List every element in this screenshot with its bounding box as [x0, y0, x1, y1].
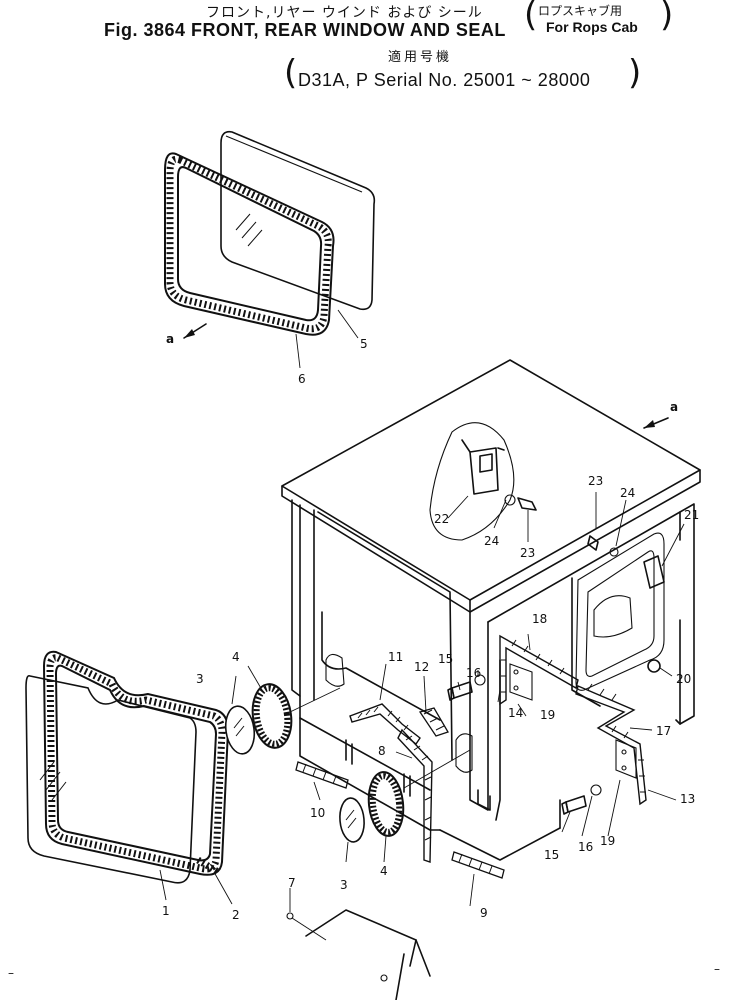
part-number-7: 7: [288, 876, 296, 890]
screw-7: [286, 912, 327, 941]
view-a-label-top: a: [670, 400, 679, 414]
seal-strip-17-13: [575, 683, 647, 806]
lower-cover-panel: [305, 909, 431, 1000]
part-number-8: 8: [378, 744, 386, 758]
seal-strip-9: [451, 851, 505, 879]
cab-side-frame: [487, 503, 695, 829]
part-number-23-side: 23: [588, 474, 604, 488]
seal-strip-12: [418, 707, 449, 737]
figure-subtitle: For Rops Cab: [546, 19, 638, 35]
leader-line: [159, 869, 167, 901]
part-number-22: 22: [434, 512, 450, 526]
leader-line: [213, 871, 233, 905]
part-number-24-side: 24: [620, 486, 636, 500]
paren-open-icon: (: [524, 0, 538, 35]
part-number-12: 12: [414, 660, 430, 674]
paren-close-icon: ): [660, 0, 674, 35]
part-number-1: 1: [162, 904, 170, 918]
paren-close-icon: ): [628, 53, 642, 93]
part-number-21: 21: [684, 508, 700, 522]
part-number-11: 11: [388, 650, 404, 664]
part-number-19-upper: 19: [540, 708, 556, 722]
leader-line: [295, 333, 301, 369]
part-number-15-lower: 15: [544, 848, 560, 862]
part-number-2: 2: [232, 908, 240, 922]
seal-strip-18-14: [499, 634, 579, 706]
margin-dash-right: –: [714, 962, 720, 976]
clip-plates-19: [509, 663, 637, 779]
japanese-subtitle: ロプスキャブ用: [538, 4, 623, 18]
part-number-4-lower: 4: [380, 864, 388, 878]
part-number-16-upper: 16: [466, 666, 482, 680]
part-number-17: 17: [656, 724, 672, 738]
part-number-6: 6: [298, 372, 306, 386]
part-number-19-lower: 19: [600, 834, 616, 848]
small-window-glass-upper: [224, 705, 256, 755]
part-number-14: 14: [508, 706, 524, 720]
upper-window-seal: [164, 152, 335, 336]
figure-title: Fig. 3864 FRONT, REAR WINDOW AND SEAL: [104, 20, 506, 40]
margin-dash-left: –: [8, 966, 14, 980]
japanese-title: フロント,リヤー ウインド および シール: [206, 5, 483, 21]
seal-strip-10: [295, 761, 349, 789]
small-window-seal-upper: [251, 683, 293, 749]
japanese-serial-label: 適用号機: [388, 50, 453, 65]
part-number-18: 18: [532, 612, 548, 626]
part-number-10: 10: [310, 806, 326, 820]
leader-line: [337, 309, 359, 339]
part-number-13: 13: [680, 792, 696, 806]
bolt-washer-set-right: [561, 784, 602, 815]
cab-roof: [281, 359, 701, 613]
cab-front-frame: [291, 499, 561, 861]
part-number-5: 5: [360, 337, 368, 351]
part-number-3-lower: 3: [340, 878, 348, 892]
small-window-seal-lower: [367, 771, 405, 837]
part-number-15-upper: 15: [438, 652, 454, 666]
part-number-23-roof: 23: [520, 546, 536, 560]
upper-window-glass: [220, 130, 376, 311]
rear-window-seal: [42, 650, 230, 876]
small-window-glass-lower: [339, 797, 365, 843]
part-number-16-lower: 16: [578, 840, 594, 854]
part-number-3-upper: 3: [196, 672, 204, 686]
rear-window-glass: [25, 674, 197, 884]
leader-line: [289, 687, 341, 713]
view-a-label-left: a: [166, 332, 175, 346]
roof-detail-bubble: [429, 422, 537, 541]
bolt-washer-set-left: [447, 674, 486, 701]
seal-strip-8: [397, 728, 433, 863]
leader-lines-group: [231, 492, 685, 912]
view-a-arrow-left: [183, 323, 207, 339]
serial-range: D31A, P Serial No. 25001 ~ 28000: [298, 70, 591, 90]
part-number-20: 20: [676, 672, 692, 686]
hinge-bolt-set-right: [587, 535, 665, 673]
view-a-arrow-top: [643, 417, 669, 429]
leader-line: [403, 749, 471, 789]
part-number-9: 9: [480, 906, 488, 920]
paren-open-icon: (: [284, 53, 298, 93]
part-number-4-upper: 4: [232, 650, 240, 664]
part-number-24-roof: 24: [484, 534, 500, 548]
